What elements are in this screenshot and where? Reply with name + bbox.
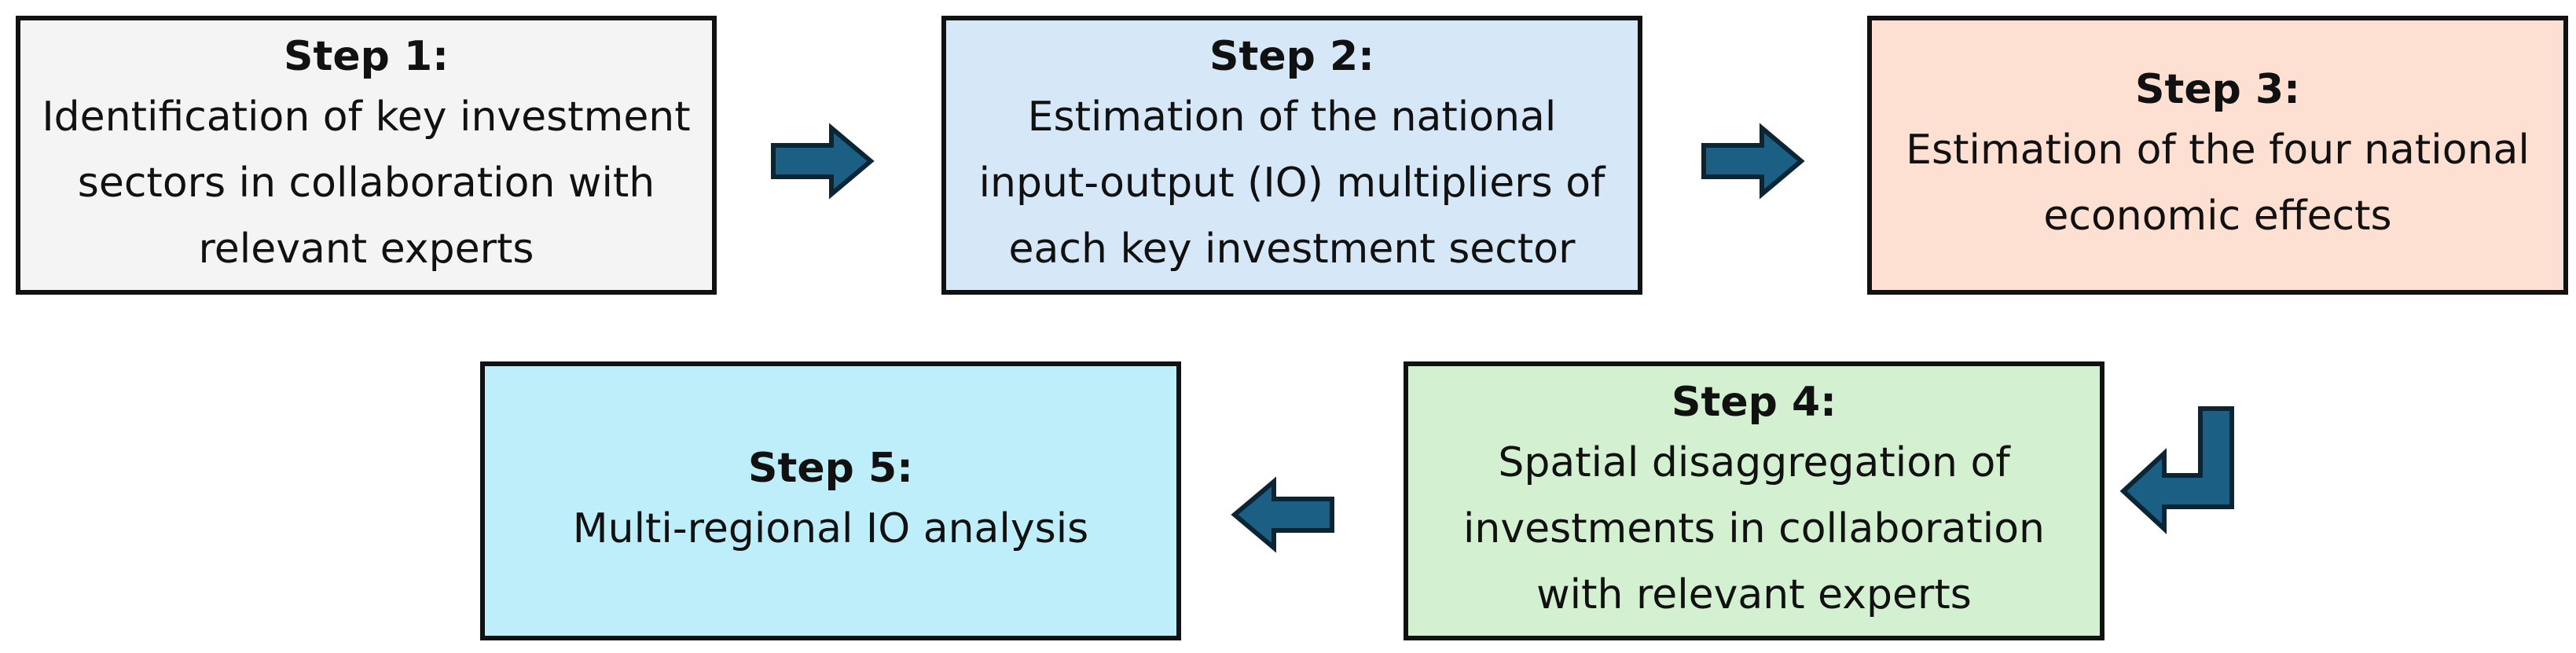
step-4-line-3: with relevant experts	[1536, 570, 1972, 618]
step-4-line-1: Spatial disaggregation of	[1498, 438, 2010, 486]
step-2-line-3: each key investment sector	[1008, 225, 1576, 273]
step-1-title: Step 1:	[284, 32, 449, 80]
step-5-line-1: Multi-regional IO analysis	[572, 504, 1089, 552]
bent-down-left-arrow-icon	[2119, 406, 2234, 534]
step-3-line-1: Estimation of the four national	[1906, 126, 2530, 174]
step-4-box: Step 4: Spatial disaggregation of invest…	[1404, 361, 2104, 640]
step-1-line-1: Identification of key investment	[42, 93, 691, 141]
step-3-title: Step 3:	[2135, 65, 2300, 113]
step-1-box: Step 1: Identification of key investment…	[16, 16, 717, 295]
step-3-line-2: economic effects	[2043, 192, 2392, 240]
step-3-box: Step 3: Estimation of the four national …	[1867, 16, 2568, 295]
step-2-line-1: Estimation of the national	[1027, 93, 1557, 141]
step-2-title: Step 2:	[1209, 32, 1374, 80]
step-2-line-2: input-output (IO) multipliers of	[978, 159, 1605, 207]
step-1-line-2: sectors in collaboration with	[77, 159, 655, 207]
step-2-box: Step 2: Estimation of the national input…	[941, 16, 1642, 295]
left-arrow-icon	[1231, 476, 1334, 553]
step-4-title: Step 4:	[1671, 378, 1837, 426]
step-5-box: Step 5: Multi-regional IO analysis	[480, 361, 1181, 640]
step-5-title: Step 5:	[748, 444, 913, 492]
right-arrow-icon	[771, 123, 875, 200]
right-arrow-icon	[1701, 123, 1805, 200]
step-4-line-2: investments in collaboration	[1462, 504, 2046, 552]
step-1-line-3: relevant experts	[198, 225, 534, 273]
